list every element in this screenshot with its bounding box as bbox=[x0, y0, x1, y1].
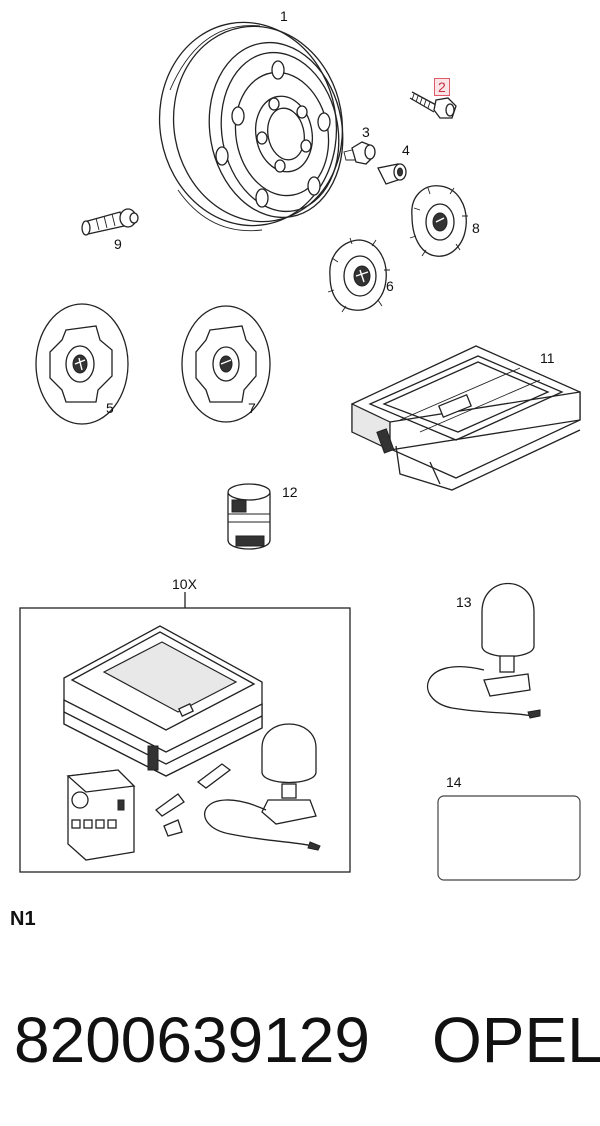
repair-kit-sealant-bottle bbox=[203, 723, 321, 851]
callout-13: 13 bbox=[456, 594, 472, 610]
callout-14: 14 bbox=[446, 774, 462, 790]
hub-cap-small-6 bbox=[327, 237, 390, 313]
callout-6: 6 bbox=[386, 278, 394, 294]
repair-kit-frame bbox=[19, 592, 351, 873]
tire-valve bbox=[81, 208, 139, 236]
callout-11: 11 bbox=[540, 350, 555, 366]
storage-tray bbox=[351, 345, 581, 491]
callout-5: 5 bbox=[106, 400, 114, 416]
info-label-card bbox=[437, 795, 581, 881]
repair-kit-compressor bbox=[66, 769, 136, 861]
hub-cap-small-8 bbox=[409, 185, 468, 257]
repair-kit-valve-tools bbox=[155, 763, 232, 837]
callout-2-highlighted[interactable]: 2 bbox=[434, 78, 450, 96]
steel-wheel-rim bbox=[158, 21, 344, 232]
callout-10x: 10X bbox=[172, 576, 197, 592]
brand-name: OPEL bbox=[432, 1004, 600, 1076]
wheel-cover-7 bbox=[181, 305, 271, 423]
callout-4: 4 bbox=[402, 142, 410, 158]
section-code: N1 bbox=[10, 908, 36, 930]
callout-7: 7 bbox=[248, 400, 256, 416]
part-number: 8200639129 bbox=[14, 1004, 370, 1076]
wheel-cover-5 bbox=[35, 303, 129, 425]
sealant-bottle bbox=[227, 483, 271, 550]
callout-1: 1 bbox=[280, 8, 288, 24]
callout-3: 3 bbox=[362, 124, 370, 140]
wheel-bolt bbox=[409, 91, 457, 119]
wheel-nut bbox=[343, 141, 376, 165]
callout-12: 12 bbox=[282, 484, 298, 500]
repair-kit-case bbox=[63, 625, 263, 777]
sealant-bottle-with-hose bbox=[426, 582, 541, 719]
nut-sleeve bbox=[377, 163, 407, 185]
callout-8: 8 bbox=[472, 220, 480, 236]
callout-9: 9 bbox=[114, 236, 122, 252]
